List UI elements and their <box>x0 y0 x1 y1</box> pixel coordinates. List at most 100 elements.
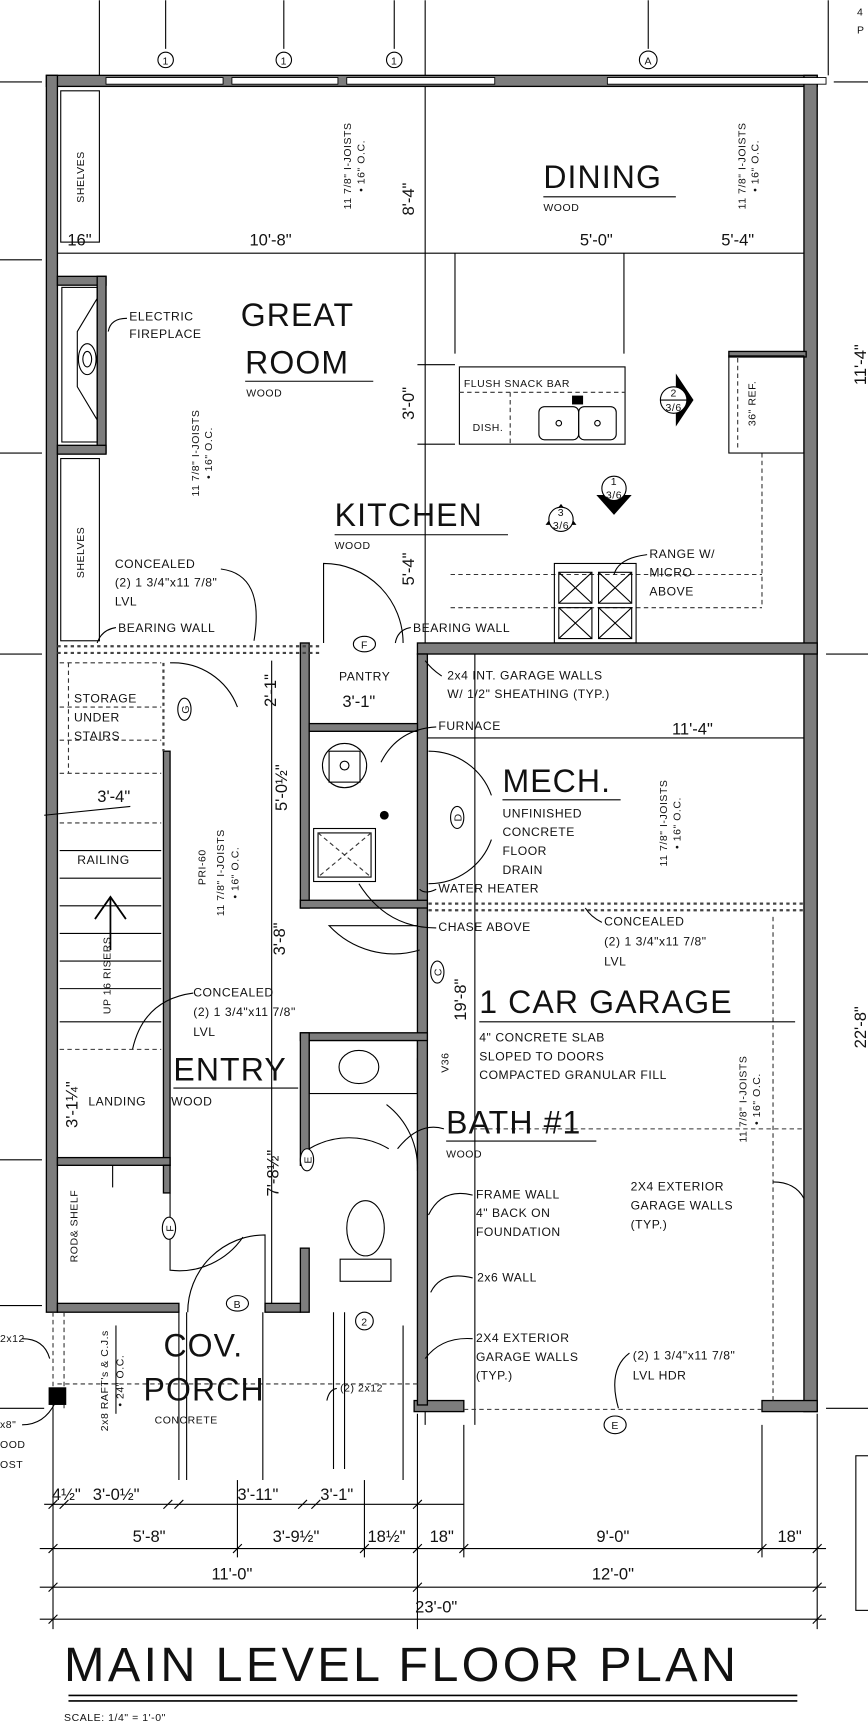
grid-marker-1c: 1 <box>385 51 403 69</box>
beam-note: (2) 1 3/4"x11 7/8" <box>115 576 218 590</box>
edge-text: 4 <box>857 8 863 19</box>
grid-marker-label: F <box>361 641 368 652</box>
grid-marker-label: C <box>434 968 445 976</box>
shelves-label: SHELVES <box>76 527 87 578</box>
grid-marker-d: D <box>450 805 465 830</box>
furnace-label: FURNACE <box>438 719 500 733</box>
dimension-label: 3'-11" <box>237 1485 278 1504</box>
section-marker-label: 3/6 <box>553 521 569 532</box>
grid-marker-label: F <box>165 1225 176 1232</box>
joist-note: 11 7/8" I-JOISTS • 16" O.C. <box>343 122 367 209</box>
floor-finish-label: CONCRETE <box>155 1416 218 1427</box>
garage-wall-note: GARAGE WALLS <box>476 1350 579 1364</box>
frame-wall-note: FRAME WALL <box>476 1187 560 1201</box>
bath-sink-icon <box>308 1039 418 1095</box>
joist-spacing-label: • 16" O.C. <box>231 847 242 899</box>
dimension-label: 19'-8" <box>451 978 470 1020</box>
room-name-porch: PORCH <box>144 1372 265 1408</box>
edge-text: x8" <box>0 1420 16 1431</box>
room-name-entry: ENTRY <box>173 1051 286 1087</box>
grid-marker-e-bath: E <box>299 1148 314 1172</box>
edge-text: OOD <box>0 1440 26 1451</box>
dimension-label: 18" <box>430 1527 454 1546</box>
grid-marker-label: D <box>454 813 465 821</box>
chase-label: CHASE ABOVE <box>438 920 530 934</box>
fireplace-icon <box>61 286 98 443</box>
wall-note: 2x6 WALL <box>477 1270 537 1284</box>
snack-bar-label: FLUSH SNACK BAR <box>464 379 570 390</box>
grid-marker-1a: 1 <box>157 51 174 69</box>
joist-label: 11 7/8" I-JOISTS <box>216 829 227 916</box>
section-marker-3: 3 3/6 <box>545 503 577 532</box>
grid-marker-a: A <box>638 50 658 70</box>
edge-dimension: 22'-8" <box>851 1006 868 1048</box>
garage-note: COMPACTED GRANULAR FILL <box>479 1068 667 1082</box>
furnace-icon <box>321 742 368 789</box>
rod-shelf-label: ROD& SHELF <box>69 1190 80 1263</box>
room-name-porch: COV. <box>163 1327 243 1363</box>
garage-wall-note: (TYP.) <box>476 1369 513 1383</box>
windows <box>105 77 827 85</box>
grid-marker-1b: 1 <box>275 51 293 69</box>
drawing-scale: SCALE: 1/4" = 1'-0" <box>64 1713 166 1724</box>
fireplace-label: ELECTRIC <box>129 310 193 324</box>
dimension-label: 5'-0" <box>580 230 613 249</box>
dimension-label: 23'-0" <box>415 1598 457 1617</box>
grid-marker-label: 1 <box>162 56 168 67</box>
garage-note: SLOPED TO DOORS <box>479 1049 604 1063</box>
room-name-dining: DINING <box>543 159 662 195</box>
floor-finish-label: WOOD <box>171 1095 212 1109</box>
grid-marker-label: 2 <box>361 1317 367 1328</box>
dimension-label: 5'-4" <box>399 552 418 585</box>
section-marker-label: 3 <box>558 508 564 519</box>
railing-label: RAILING <box>77 853 129 867</box>
joist-label: 11 7/8" I-JOISTS <box>739 1056 750 1143</box>
grid-marker-label: B <box>234 1300 242 1311</box>
room-name-great-room: ROOM <box>245 345 349 381</box>
toilet-icon <box>339 1200 392 1282</box>
joist-spacing-label: • 16" O.C. <box>751 140 762 192</box>
beam-note: CONCEALED <box>115 557 195 571</box>
grid-marker-label: E <box>611 1421 619 1432</box>
porch-framing <box>115 1312 404 1481</box>
section-marker-2: 2 3/6 <box>659 373 694 427</box>
header-note: (2) 2x12 <box>340 1384 383 1395</box>
garage-wall-note: 2X4 EXTERIOR <box>631 1180 725 1194</box>
dimension-lines <box>46 83 818 1425</box>
dimension-label: 2'-1" <box>261 674 280 707</box>
dimension-label: 5'-4" <box>721 230 754 249</box>
vanity-label: V36 <box>440 1052 451 1072</box>
joist-label: 11 7/8" I-JOISTS <box>191 410 202 497</box>
dimension-label: 3'-4" <box>97 787 130 806</box>
grid-marker-b: B <box>225 1295 250 1312</box>
dimension-label: 11'-0" <box>211 1564 252 1583</box>
joist-label: 11 7/8" I-JOISTS <box>737 122 748 209</box>
shelves <box>60 90 100 642</box>
garage-wall-note: GARAGE WALLS <box>631 1198 734 1212</box>
floor-finish-label: WOOD <box>543 203 579 214</box>
dimension-label: 7'-8½" <box>263 1150 282 1197</box>
floor-drain-icon <box>379 810 389 820</box>
edge-text: OST <box>0 1460 23 1471</box>
bearing-wall-label: BEARING WALL <box>413 621 510 635</box>
beam-note: CONCEALED <box>193 985 273 999</box>
header-note: LVL HDR <box>633 1369 687 1383</box>
refrigerator-label: 36" REF. <box>747 381 758 426</box>
grid-marker-label: 1 <box>391 56 397 67</box>
dimension-strings <box>39 1408 827 1630</box>
dimension-label: 8'-4" <box>399 182 418 215</box>
stairs-up-arrow-icon <box>94 895 127 950</box>
grid-marker-2: 2 <box>355 1311 374 1331</box>
dimension-label: 3'-9½" <box>273 1527 320 1546</box>
range-label: MICRO <box>649 566 692 580</box>
dimension-label: 3'-1" <box>342 692 375 711</box>
storage-label: UNDER <box>74 710 120 724</box>
storage-label: STORAGE <box>74 692 137 706</box>
mech-note: DRAIN <box>502 863 543 877</box>
grid-marker-c: C <box>430 960 445 984</box>
doors <box>169 562 492 1313</box>
grid-marker-f-closet: F <box>161 1216 176 1240</box>
mech-note: FLOOR <box>502 844 547 858</box>
rafter-label: 2x8 RAFT's & C.J.s <box>100 1330 111 1431</box>
